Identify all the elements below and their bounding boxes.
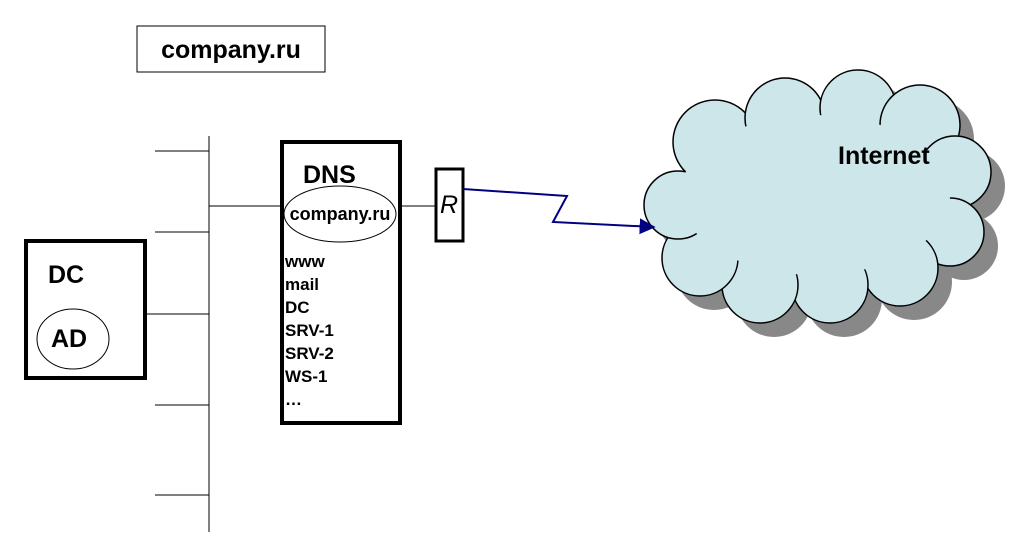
dc-label: DC xyxy=(48,261,84,289)
dns-record: SRV-1 xyxy=(285,321,334,340)
ad-ellipse xyxy=(36,308,110,370)
dns-record: mail xyxy=(285,275,319,294)
zone-label: company.ru xyxy=(290,204,391,224)
dns-title: DNS xyxy=(303,161,356,189)
internet-label: Internet xyxy=(838,142,930,170)
wan-link xyxy=(462,188,656,235)
lan-bus xyxy=(145,136,282,532)
dns-record: www xyxy=(284,252,325,271)
domain-box: company.ru xyxy=(136,25,326,73)
dns-record: … xyxy=(285,390,302,409)
dns-record: WS-1 xyxy=(285,367,328,386)
dns-record: DC xyxy=(285,298,310,317)
dns-server: DNS company.ru www mail DC SRV-1 SRV-2 W… xyxy=(280,140,402,425)
dc-server: DC AD xyxy=(24,239,147,380)
domain-box-label: company.ru xyxy=(161,36,301,64)
zone-ellipse xyxy=(283,185,397,243)
dns-record-list: www mail DC SRV-1 SRV-2 WS-1 … xyxy=(284,252,334,409)
ad-label: AD xyxy=(51,325,87,353)
router: R xyxy=(434,167,465,243)
internet-cloud: Internet xyxy=(643,69,1005,337)
router-label: R xyxy=(440,191,458,219)
dns-record: SRV-2 xyxy=(285,344,334,363)
